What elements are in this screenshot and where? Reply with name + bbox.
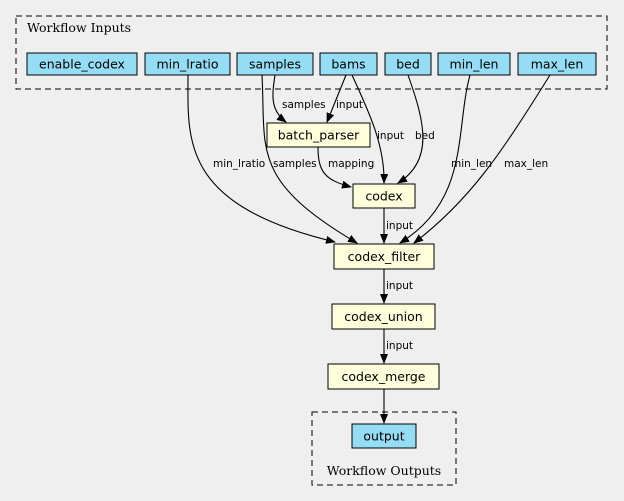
node-label: min_lratio — [156, 57, 218, 72]
node-label: codex_union — [344, 309, 422, 324]
edge-label-min-len-filter: min_len — [451, 158, 492, 170]
node-samples[interactable]: samples — [236, 52, 314, 76]
node-batch-parser[interactable]: batch_parser — [266, 122, 371, 148]
node-output[interactable]: output — [351, 423, 417, 449]
edge-label-filter-union: input — [386, 280, 413, 292]
node-label: samples — [249, 57, 301, 72]
node-enable-codex[interactable]: enable_codex — [26, 52, 138, 76]
edge-bams-batch-parser — [326, 74, 347, 123]
node-label: enable_codex — [39, 57, 125, 72]
node-codex[interactable]: codex — [352, 183, 416, 209]
node-codex-filter[interactable]: codex_filter — [333, 243, 435, 270]
edge-label-bams-batch-parser: input — [336, 99, 363, 111]
node-min-lratio[interactable]: min_lratio — [144, 52, 231, 76]
edge-label-samples-batch-parser: samples — [282, 99, 326, 111]
edge-label-codex-filter: input — [386, 220, 413, 232]
node-max-len[interactable]: max_len — [517, 52, 597, 76]
node-label: codex — [365, 189, 402, 204]
edge-max-len-filter — [413, 74, 551, 244]
edge-label-bed-codex: bed — [415, 130, 435, 142]
edge-min-lratio-filter — [187, 74, 336, 244]
node-label: batch_parser — [278, 128, 360, 143]
node-label: bed — [396, 57, 420, 72]
workflow-outputs-label: Workflow Outputs — [327, 463, 441, 478]
node-label: min_len — [450, 57, 499, 72]
node-label: codex_filter — [348, 249, 422, 264]
node-label: max_len — [531, 57, 584, 72]
node-bed[interactable]: bed — [384, 52, 432, 76]
node-codex-merge[interactable]: codex_merge — [327, 363, 440, 390]
node-label: codex_merge — [342, 369, 426, 384]
edge-bed-codex — [397, 74, 424, 184]
edge-label-max-len-filter: max_len — [504, 158, 548, 170]
node-label: bams — [331, 57, 365, 72]
edge-batch-parser-codex — [317, 146, 352, 189]
edge-label-union-merge: input — [386, 340, 413, 352]
edge-label-bams-codex: input — [377, 130, 404, 142]
edge-label-batch-parser-codex: mapping — [328, 158, 374, 170]
edge-label-samples-filter: samples — [273, 158, 317, 170]
edge-samples-batch-parser — [272, 74, 287, 123]
workflow-inputs-label: Workflow Inputs — [27, 20, 131, 35]
node-bams[interactable]: bams — [319, 52, 378, 76]
workflow-inputs-cluster — [15, 15, 608, 90]
node-label: output — [363, 429, 404, 444]
node-min-len[interactable]: min_len — [437, 52, 511, 76]
edge-bams-codex — [351, 74, 389, 184]
edge-samples-filter — [261, 74, 358, 244]
edge-min-len-filter — [399, 74, 471, 244]
edge-label-min-lratio-filter: min_lratio — [213, 158, 265, 170]
node-codex-union[interactable]: codex_union — [331, 303, 436, 330]
